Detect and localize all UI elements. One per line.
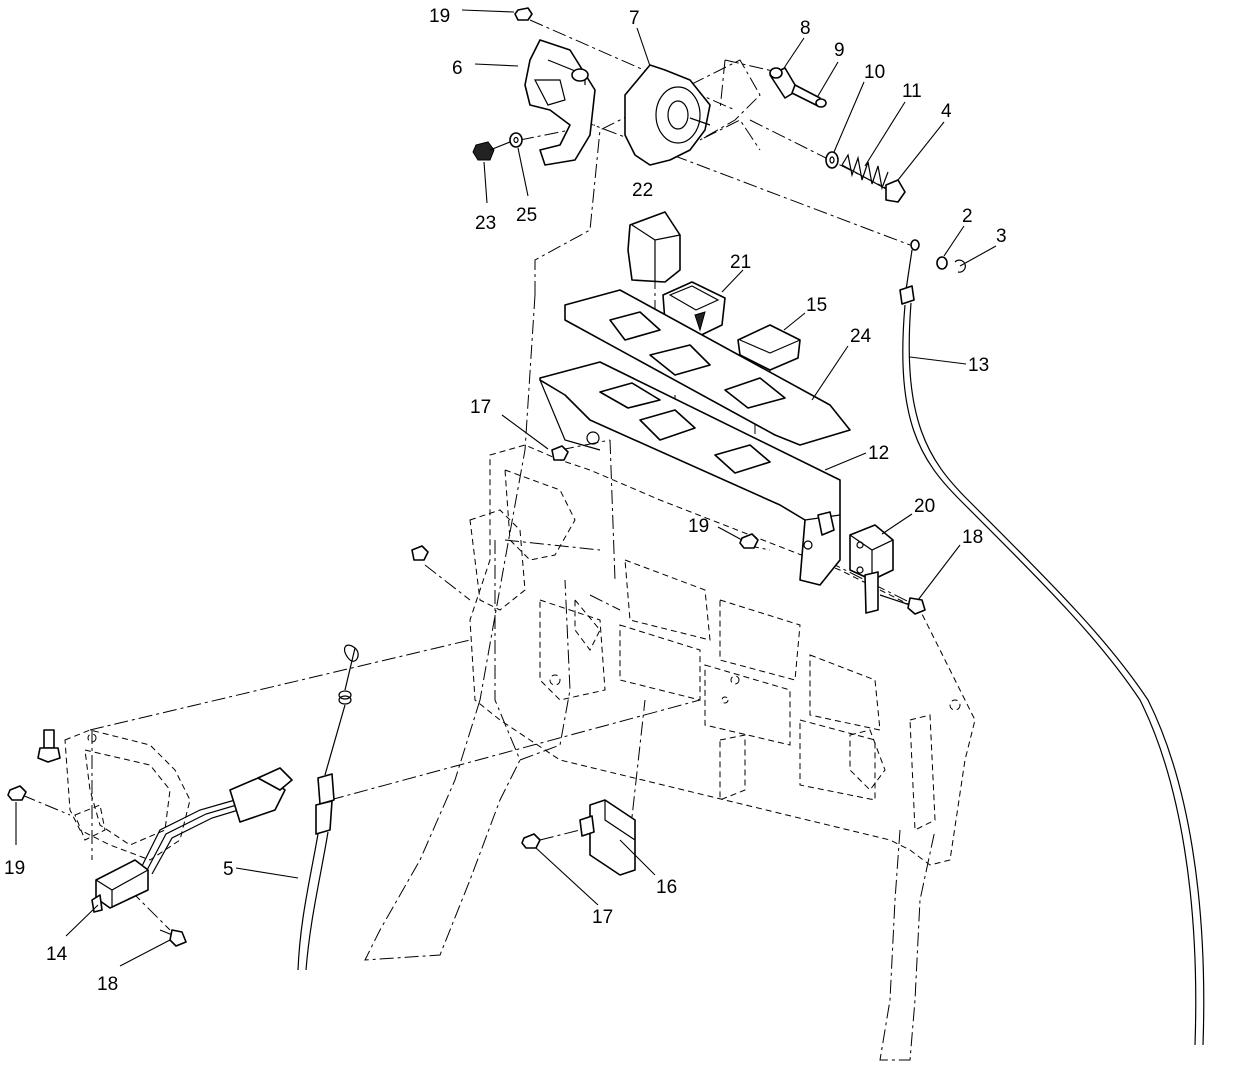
callout-11: 11 <box>902 81 922 102</box>
callout-3: 3 <box>996 226 1007 247</box>
callout-18-right: 18 <box>962 527 983 548</box>
washer-25 <box>509 132 523 148</box>
callout-16: 16 <box>656 877 677 898</box>
switch-cap-22 <box>627 211 681 283</box>
control-panel-12 <box>539 361 841 586</box>
callout-24: 24 <box>850 326 872 347</box>
washer-10 <box>825 151 839 169</box>
nut-19-top <box>514 7 533 21</box>
cable-13 <box>899 249 1205 1046</box>
callout-22: 22 <box>632 180 653 201</box>
nut-19-left <box>7 785 27 801</box>
callout-15: 15 <box>806 295 827 316</box>
bolt-left-bracket <box>37 729 61 763</box>
callout-7: 7 <box>629 8 640 29</box>
callout-14: 14 <box>46 944 68 965</box>
bolt-17-top <box>551 445 569 461</box>
washer-2 <box>936 256 948 270</box>
callout-19-left: 19 <box>4 858 25 879</box>
callout-17-bottom: 17 <box>592 907 613 928</box>
callout-19-mid: 19 <box>688 516 709 537</box>
bracket-6 <box>524 39 596 166</box>
switch-16 <box>579 799 636 876</box>
cable-5 <box>297 644 359 971</box>
bolt-23 <box>472 141 511 161</box>
callout-5: 5 <box>223 859 234 880</box>
sensor-14-harness <box>91 767 293 913</box>
bolt-18-bottom <box>159 929 187 947</box>
bolt-17-bottom <box>521 833 541 849</box>
leader-lines <box>15 9 997 967</box>
nut-4 <box>885 179 906 203</box>
bolt-18-right <box>879 594 926 615</box>
callout-labels: 19 6 7 8 9 10 11 4 23 25 22 2 3 21 15 24… <box>4 6 1007 995</box>
callout-18-bottom: 18 <box>97 974 118 995</box>
callout-13: 13 <box>968 355 989 376</box>
callout-25: 25 <box>516 205 537 226</box>
callout-9: 9 <box>834 40 845 61</box>
cable-end-eye <box>910 239 920 251</box>
sensor-20 <box>849 524 894 614</box>
knob-7 <box>624 64 711 166</box>
nut-19-mid <box>739 533 759 549</box>
decal-24 <box>564 289 851 446</box>
callout-21: 21 <box>730 252 751 273</box>
callout-20: 20 <box>914 496 935 517</box>
clip-3 <box>954 259 966 273</box>
callout-6: 6 <box>452 58 463 79</box>
callout-8: 8 <box>800 18 811 39</box>
callout-10: 10 <box>864 62 885 83</box>
callout-2: 2 <box>962 206 973 227</box>
pin-9 <box>791 84 827 108</box>
callout-4: 4 <box>941 101 952 122</box>
plate-nut <box>411 545 429 561</box>
callout-19-top: 19 <box>429 6 450 27</box>
spring-11 <box>841 153 889 191</box>
seat-frame-outline <box>364 59 936 1061</box>
callout-23: 23 <box>475 213 496 234</box>
left-sensor-bracket <box>64 729 191 861</box>
callout-17-top: 17 <box>470 397 491 418</box>
callout-12: 12 <box>868 443 889 464</box>
main-mounting-plate <box>469 444 976 866</box>
